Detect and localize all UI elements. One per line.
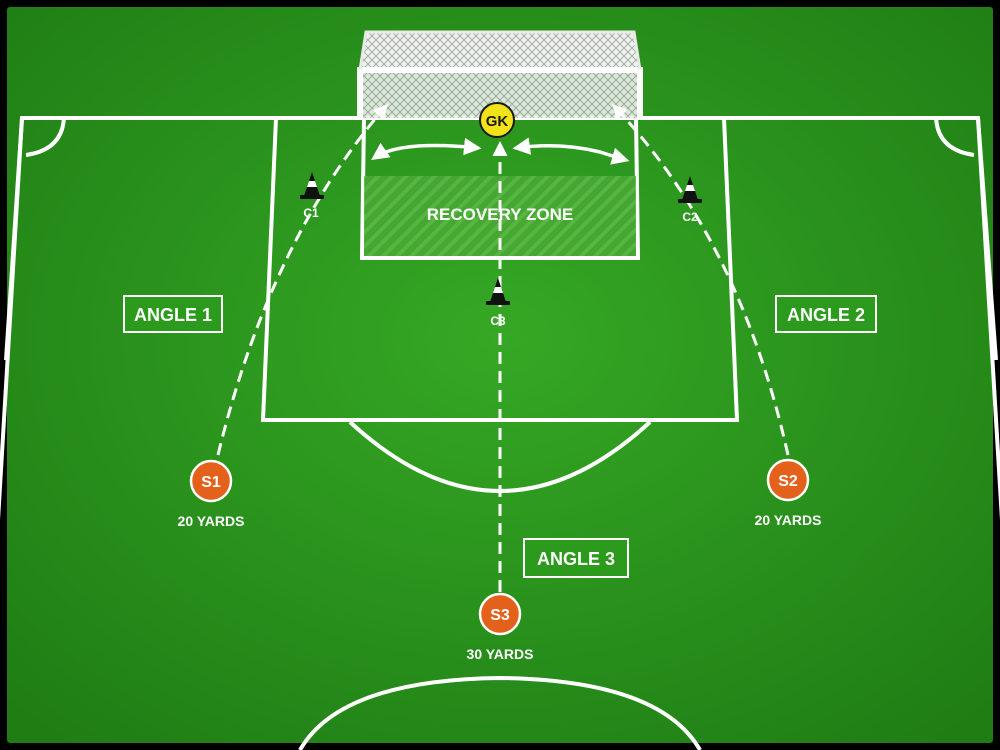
angle-1-label: ANGLE 1 bbox=[123, 295, 223, 333]
shooter-distance: 20 YARDS bbox=[755, 512, 822, 528]
angle-text: ANGLE 1 bbox=[134, 305, 212, 325]
corner-arc-left bbox=[25, 117, 66, 157]
angle-text: ANGLE 2 bbox=[787, 305, 865, 325]
recovery-zone-label: RECOVERY ZONE bbox=[427, 205, 573, 224]
centre-circle bbox=[298, 675, 702, 750]
angle-2-label: ANGLE 2 bbox=[775, 295, 877, 333]
gk-move-left-arrow bbox=[371, 137, 482, 160]
shooter-label: S2 bbox=[778, 473, 798, 490]
right-touchline bbox=[976, 117, 1000, 521]
cone-c1: C1 bbox=[300, 172, 324, 220]
cone-c2: C2 bbox=[678, 176, 702, 224]
cone-icon bbox=[300, 195, 324, 199]
cone-label: C3 bbox=[490, 314, 506, 328]
cone-label: C1 bbox=[303, 206, 319, 220]
shooter-distance: 30 YARDS bbox=[467, 646, 534, 662]
path-s2 bbox=[611, 103, 790, 456]
path-s1 bbox=[216, 103, 388, 456]
goalkeeper-label: GK bbox=[486, 113, 509, 130]
gk-move-right-arrow bbox=[512, 137, 630, 165]
angle-text: ANGLE 3 bbox=[537, 549, 615, 569]
shooter-distance: 20 YARDS bbox=[178, 513, 245, 529]
cone-c3: C3 bbox=[486, 278, 510, 328]
shooter-s1: S1 20 YARDS bbox=[178, 459, 245, 529]
cone-icon bbox=[486, 301, 510, 305]
goalkeeper-marker: GK bbox=[479, 102, 515, 138]
corner-arc-right bbox=[934, 117, 975, 157]
gk-movement bbox=[371, 137, 630, 165]
shooter-label: S3 bbox=[490, 607, 510, 624]
shooter-s2: S2 20 YARDS bbox=[755, 458, 822, 528]
shooter-s3: S3 30 YARDS bbox=[467, 592, 534, 662]
angle-3-label: ANGLE 3 bbox=[523, 538, 629, 578]
cone-icon bbox=[678, 199, 702, 203]
shooter-label: S1 bbox=[201, 474, 221, 491]
left-touchline bbox=[0, 117, 24, 521]
cone-label: C2 bbox=[682, 210, 698, 224]
shot-paths bbox=[216, 103, 790, 592]
